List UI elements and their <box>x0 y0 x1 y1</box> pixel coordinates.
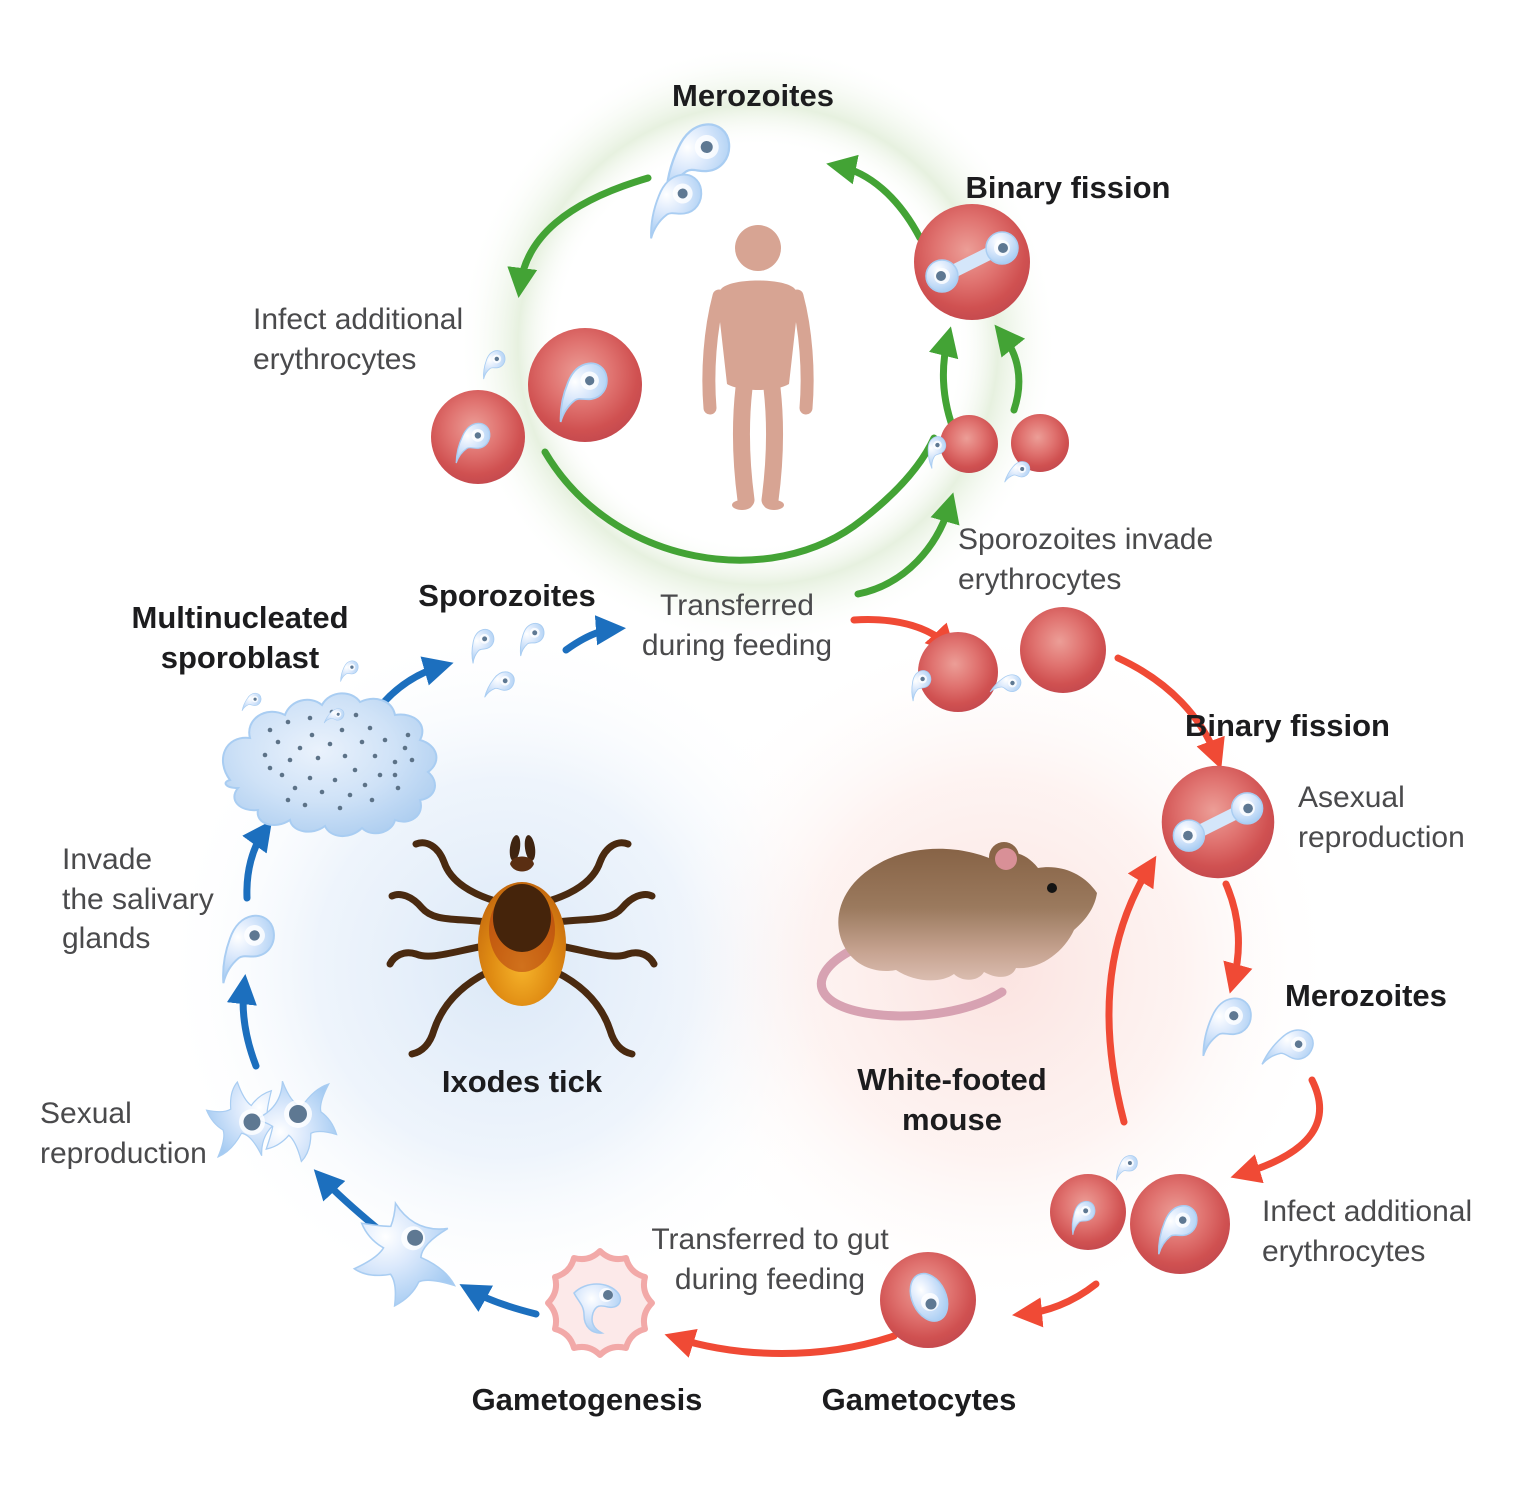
arrow-zygote-to-ookinete <box>226 974 260 1070</box>
arrow-invade-to-binaryfission-2 <box>994 324 1026 414</box>
label-infect-additional-right: Infect additional erythrocytes <box>1262 1195 1473 1268</box>
binary-fission-top-cell <box>914 204 1030 320</box>
label-sporozoites: Sporozoites <box>418 578 596 613</box>
mouse-illustration <box>817 842 1097 1021</box>
sporoblast-nuclei <box>262 709 415 811</box>
label-merozoites-top: Merozoites <box>672 78 834 113</box>
human-cycle-arrows <box>507 154 1026 598</box>
mouse-cycle-arrows <box>664 616 1324 1358</box>
label-white-footed-mouse: White-footed mouse <box>857 1062 1047 1137</box>
tick-scutum <box>493 884 551 952</box>
tick-legs <box>386 839 658 1058</box>
arrow-binaryfission-to-merozoites-mouse <box>1222 880 1253 994</box>
arrow-infect-to-gametocytes <box>1012 1280 1100 1328</box>
arrow-gamete-to-zygote <box>313 1169 382 1233</box>
arrow-feeding-to-invade <box>854 492 960 598</box>
zygote-cell <box>202 1074 340 1166</box>
label-binary-fission-right: Binary fission <box>1185 708 1390 743</box>
sporoblast-cell <box>221 660 438 837</box>
arrow-merozoites-to-infect-mouse <box>1230 1076 1324 1184</box>
arrow-gametocytes-to-gametogenesis <box>664 1329 898 1358</box>
mouse-tail <box>817 945 1007 1021</box>
label-infect-additional-top: Infect additional erythrocytes <box>253 303 464 376</box>
tick-illustration <box>386 835 658 1058</box>
label-asexual-reproduction: Asexual reproduction <box>1298 781 1465 854</box>
label-sexual-reproduction: Sexual reproduction <box>40 1097 207 1170</box>
mouse-eye <box>1047 883 1057 893</box>
label-sporozoites-invade: Sporozoites invade erythrocytes <box>958 523 1214 596</box>
gametogenesis-cell <box>545 1248 655 1358</box>
tick-cycle-arrows <box>226 615 627 1318</box>
human-silhouette <box>702 225 814 510</box>
arrow-infect-loop-arc <box>541 434 938 564</box>
gametocyte-cell <box>880 1252 976 1348</box>
infected-erythrocytes-right <box>1050 1154 1230 1274</box>
label-transferred-to-gut: Transferred to gut during feeding <box>651 1223 889 1296</box>
sporozoite-invasion-cells <box>918 414 1069 487</box>
label-gametocytes: Gametocytes <box>821 1382 1017 1417</box>
gamete-cell <box>339 1191 465 1315</box>
label-invade-salivary-glands: Invade the salivary glands <box>62 843 214 956</box>
arrow-cells-to-binaryfission <box>1114 654 1225 770</box>
label-binary-fission-top: Binary fission <box>965 170 1171 205</box>
arrow-ookinete-to-sporoblast <box>242 820 273 902</box>
label-multinucleated-sporoblast: Multinucleated sporoblast <box>131 600 349 675</box>
arrow-binaryfission-to-merozoites <box>826 154 924 242</box>
arrow-reinfection-loop <box>1105 855 1157 1126</box>
mouse-entry-cells <box>903 607 1106 712</box>
infected-erythrocytes-top <box>431 328 642 484</box>
label-ixodes-tick: Ixodes tick <box>441 1064 603 1099</box>
mouse-ear <box>995 848 1017 870</box>
binary-fission-right-cell <box>1162 766 1275 879</box>
label-merozoites-right: Merozoites <box>1285 978 1447 1013</box>
arrow-gametogenesis-to-gamete <box>459 1284 540 1318</box>
mouse-body <box>838 848 1097 981</box>
arrow-sporozoites-to-feeding <box>562 615 627 654</box>
label-gametogenesis: Gametogenesis <box>471 1382 703 1417</box>
arrow-merozoites-to-infect <box>507 174 652 298</box>
label-transferred-during-feeding: Transferred during feeding <box>641 589 833 662</box>
